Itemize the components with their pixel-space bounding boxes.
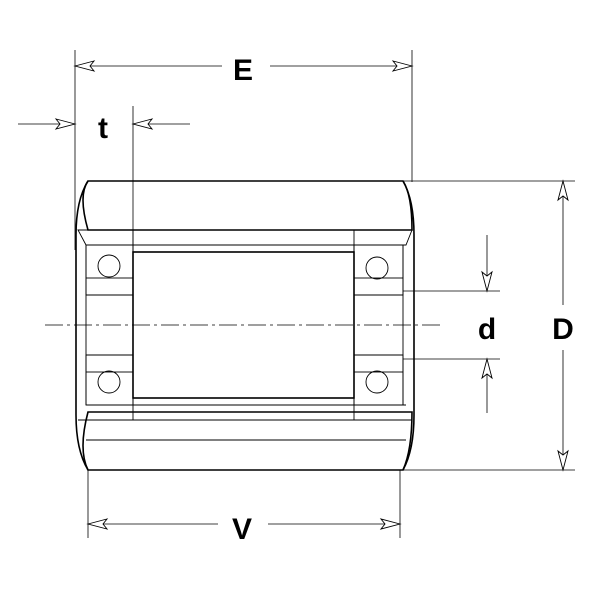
arrow-left-icon	[73, 60, 96, 72]
dimension-t: t	[18, 106, 190, 252]
dimension-E: E	[73, 50, 414, 250]
dimension-d: d	[403, 235, 500, 413]
dimension-label-t: t	[98, 112, 108, 145]
bearing-ball-icon	[97, 370, 121, 394]
bearing-ball-icon	[97, 254, 121, 278]
dimension-label-E: E	[233, 54, 253, 87]
hub-bottom-hatch	[132, 397, 355, 421]
dimension-V: V	[86, 470, 402, 546]
arrow-up-icon	[557, 179, 569, 202]
tyre-top-band	[82, 180, 413, 231]
tyre-right-edge	[402, 180, 415, 471]
arrow-down-icon	[557, 449, 569, 472]
arrow-right-icon	[54, 118, 77, 130]
arrow-left-icon	[131, 118, 154, 130]
roller-body	[75, 180, 415, 471]
dimension-label-V: V	[232, 513, 252, 546]
hub-top-band	[77, 229, 413, 253]
tyre-bottom-band	[82, 411, 413, 471]
bearing-ball-icon	[365, 256, 389, 280]
dimension-label-d: d	[478, 313, 496, 346]
arrow-up-icon	[481, 357, 493, 380]
arrow-right-icon	[391, 60, 414, 72]
arrow-left-icon	[86, 518, 109, 530]
arrow-down-icon	[481, 270, 493, 293]
bearing-ball-icon	[365, 370, 389, 394]
dimension-D: D	[403, 179, 575, 472]
hub-top-hatch	[132, 229, 355, 253]
arrow-right-icon	[379, 518, 402, 530]
dimension-label-D: D	[552, 313, 574, 346]
